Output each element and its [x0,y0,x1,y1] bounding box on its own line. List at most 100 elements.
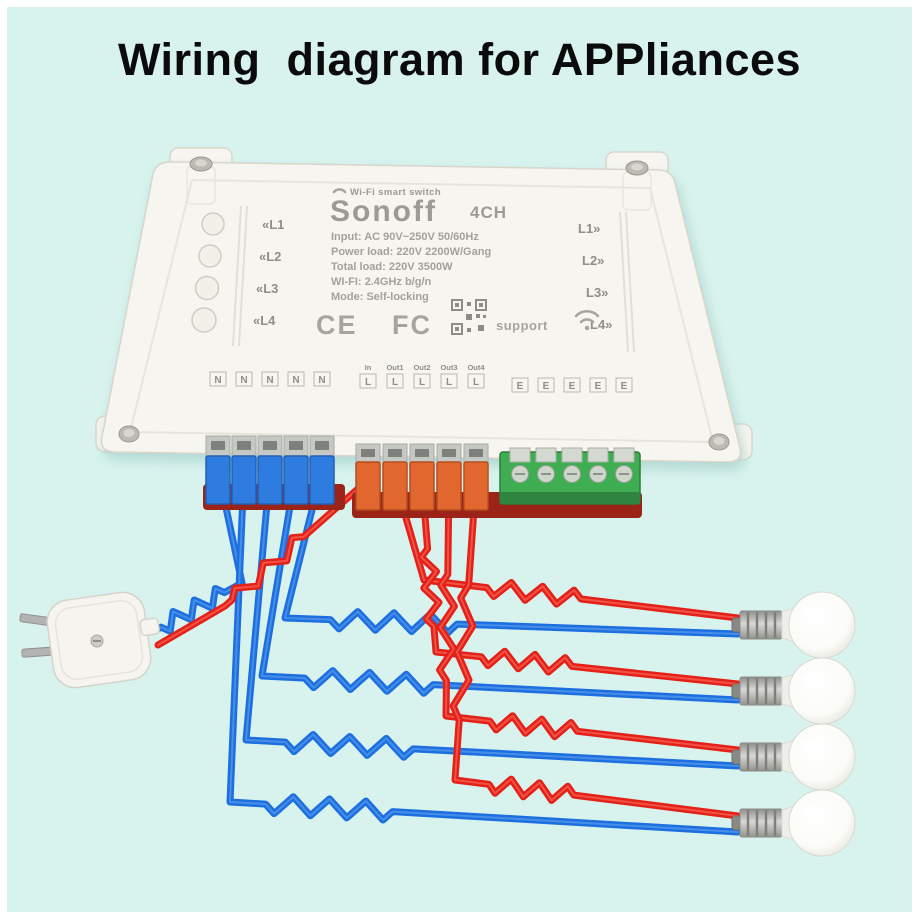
screw-hole-icon [118,156,730,451]
light-bulb-4 [731,789,856,857]
earth-screw [535,447,557,483]
channel-label-l1-out: L1» [578,221,600,236]
channel-label-l4-out: L4» [590,317,612,332]
power-plug [19,591,160,689]
svg-text:N: N [318,375,325,386]
svg-text:N: N [240,375,247,386]
channel-button-2 [198,244,222,268]
earth-screw [613,447,635,483]
live-terminal [436,443,462,511]
bulb-glass [788,657,856,725]
channel-label-l3-out: L3» [586,285,608,300]
live-terminal [355,443,381,511]
bulb-glass [788,723,856,791]
bulb-glass [788,789,856,857]
neutral-terminal [231,435,257,505]
neutral-plug-wire-highlight [153,469,243,633]
device-tagline: Wi-Fi smart switch [350,187,441,198]
earth-label-row: E E E E E [511,377,633,393]
live-terminal [463,443,489,511]
model-label: 4CH [470,203,507,222]
channel-label-l1-in: «L1 [262,217,284,232]
svg-text:E: E [595,381,602,392]
light-bulb-1 [731,591,856,659]
smart-switch-device: «L1 «L2 «L3 «L4 L1» L2» L3» L4» Wi-Fi sm… [95,147,753,518]
light-bulb-2 [731,657,856,725]
wifi-mini-icon [332,188,347,194]
neutral-bulb-4-wire-highlight [229,469,739,833]
neutral-label-row: N N N N N [209,371,331,387]
live-bulb-1-wire-highlight [394,479,739,619]
svg-text:L: L [446,377,452,388]
channel-label-l2-out: L2» [582,253,604,268]
left-groove [232,205,242,347]
line-header-row: In Out1 Out2 Out3 Out4 [365,363,486,372]
neutral-terminal [309,435,335,505]
spec-wifi: WI-FI: 2.4GHz b/g/n [331,276,431,288]
neutral-terminal [283,435,309,505]
support-label: support [496,318,548,333]
spec-total-load: Total load: 220V 3500W [331,261,453,273]
neutral-bulb-3-wire-highlight [245,469,739,767]
channel-button-3 [194,275,220,301]
channel-button-4 [191,307,217,333]
svg-text:E: E [569,381,576,392]
wifi-icon [574,309,600,331]
svg-text:Out3: Out3 [440,363,457,372]
svg-text:L: L [365,377,371,388]
svg-text:In: In [365,363,372,372]
svg-text:E: E [621,381,628,392]
channel-label-l3-in: «L3 [256,281,278,296]
svg-text:L: L [419,377,425,388]
live-bulb-3-wire-highlight [438,479,739,751]
svg-text:N: N [214,375,221,386]
bulb-highlight [802,608,818,618]
svg-text:Out4: Out4 [467,363,485,372]
neutral-bulb-2-wire-highlight [261,469,739,701]
wires-layer [150,466,742,836]
right-groove [619,211,629,353]
bulb-highlight [802,806,818,816]
svg-text:Out1: Out1 [386,363,403,372]
svg-text:L: L [392,377,398,388]
earth-screw [509,447,531,483]
channel-label-l4-in: «L4 [253,313,276,328]
live-input-wire-highlight [157,479,369,646]
svg-text:N: N [292,375,299,386]
bulbs-layer [731,591,856,857]
live-terminal-block [355,443,489,511]
diagram-title: Wiring diagram for APPliances [117,34,802,85]
spec-power-load: Power load: 220V 2200W/Gang [331,246,491,258]
right-groove-2 [625,211,635,353]
live-bulb-4-wire-highlight [452,479,739,817]
spec-mode: Mode: Self-locking [331,291,429,303]
earth-screw [587,447,609,483]
svg-text:E: E [517,381,524,392]
bulb-highlight [802,740,818,750]
svg-text:E: E [543,381,550,392]
live-terminal [409,443,435,511]
bulb-glass [788,591,856,659]
plug-body-inner [54,599,144,681]
earth-screw [561,447,583,483]
bulb-highlight [802,674,818,684]
fcc-mark: FC [392,310,432,340]
channel-label-l2-in: «L2 [259,249,281,264]
spec-input: Input: AC 90V~250V 50/60Hz [331,231,479,243]
live-bulb-2-wire-highlight [420,479,739,685]
light-bulb-3 [731,723,856,791]
svg-text:L: L [473,377,479,388]
line-label-row: L L L L L [359,373,485,389]
neutral-terminal [205,435,231,505]
live-terminal [382,443,408,511]
neutral-terminal-block [205,435,335,505]
ce-mark: CE [316,310,358,340]
svg-text:Out2: Out2 [413,363,430,372]
svg-text:N: N [266,375,273,386]
earth-terminal-block [499,447,641,505]
left-groove-2 [238,205,248,347]
qr-code-icon [451,299,487,335]
brand-logo: Sonoff [330,195,437,228]
